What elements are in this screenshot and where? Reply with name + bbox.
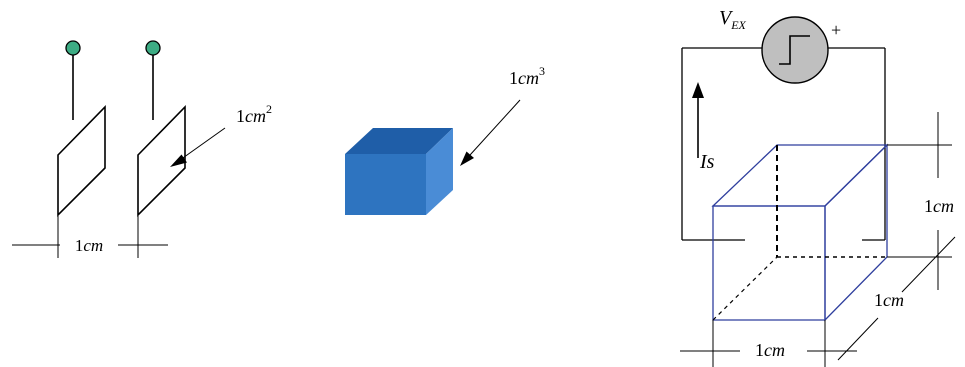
spacing-label: 1cm	[75, 236, 103, 255]
sample-cube-wireframe	[711, 143, 889, 322]
height-dimension-label: 1cm	[924, 196, 954, 216]
area-label: 1cm2	[236, 102, 272, 126]
electrode-left-plate	[57, 105, 106, 217]
volume-arrow-line	[469, 99, 521, 156]
height-dimension	[887, 112, 952, 290]
voltage-source-polarity: +	[831, 20, 841, 40]
electrode-pair: 1cm 1cm2	[12, 40, 272, 258]
unit-cube-front-face	[345, 154, 426, 215]
depth-dimension	[837, 236, 956, 361]
sample-cube-hidden-bottom-side	[712, 256, 778, 321]
depth-dimension-label: 1cm	[874, 290, 904, 310]
current-arrowhead	[692, 82, 704, 98]
width-dimension	[680, 320, 857, 367]
volume-arrowhead	[460, 151, 474, 166]
voltage-source-label: VEX	[719, 7, 747, 32]
unit-cube-side-face	[426, 128, 453, 215]
area-arrowhead	[170, 154, 187, 167]
depth-dimension-line-lower	[837, 317, 879, 361]
current-label: Is	[699, 151, 715, 173]
width-dimension-label: 1cm	[755, 340, 785, 360]
electrode-right-plate	[137, 105, 186, 217]
depth-dimension-line-upper	[901, 236, 956, 293]
unit-cube: 1cm3	[345, 64, 545, 215]
electrode-right-terminal	[145, 40, 161, 56]
sample-cube-top-face	[711, 144, 889, 207]
volume-label: 1cm3	[509, 64, 545, 88]
area-arrow-line	[179, 127, 226, 161]
electrode-left-terminal	[65, 40, 81, 56]
unit-cube-top-face	[345, 128, 453, 154]
sample-cube-front-face	[712, 205, 826, 321]
measurement-circuit: VEX + Is 1cm 1cm	[680, 7, 956, 367]
step-waveform-icon	[779, 35, 810, 65]
voltage-source-symbol	[761, 16, 829, 84]
